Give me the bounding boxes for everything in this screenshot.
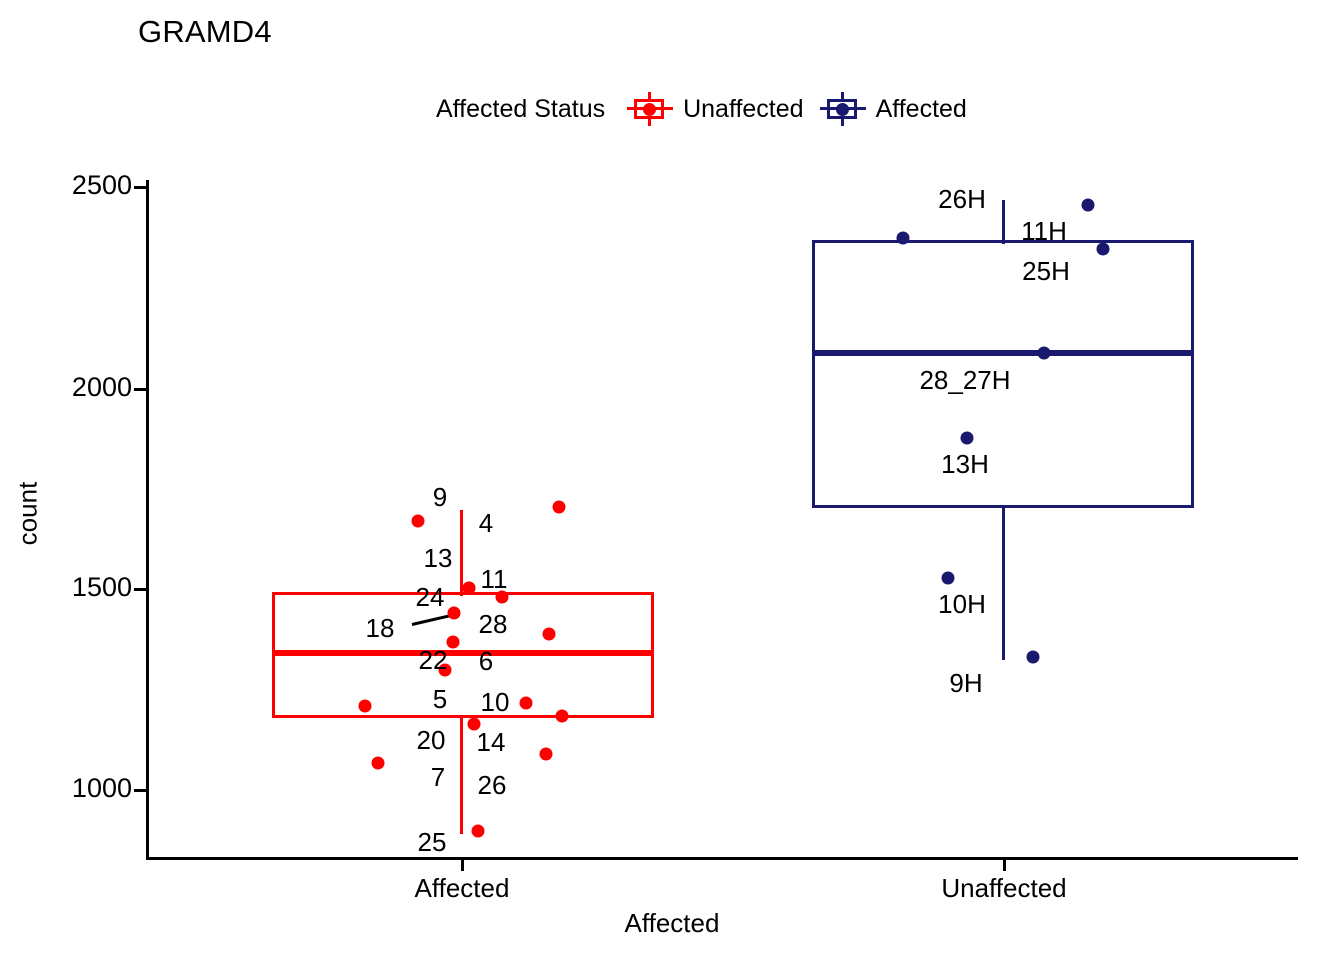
data-point-affected — [447, 606, 461, 620]
data-point-label: 28 — [478, 609, 508, 639]
whisker-lower-red — [460, 716, 463, 834]
data-point-label: 20 — [416, 725, 446, 755]
data-point-label: 26H — [938, 184, 986, 214]
data-point-affected — [467, 717, 481, 731]
whisker-upper-navy — [1002, 200, 1005, 244]
data-point-label: 25H — [1022, 256, 1070, 286]
y-tick-label-2000: 2000 — [71, 372, 132, 402]
data-point-label: 7 — [430, 762, 446, 792]
data-point-unaffected — [1096, 242, 1110, 256]
data-point-affected — [371, 756, 385, 770]
y-tick-2500 — [134, 186, 146, 189]
data-point-affected — [358, 699, 372, 713]
data-point-label: 28_27H — [919, 365, 1011, 395]
x-axis-title: Affected — [624, 908, 720, 938]
data-point-label: 4 — [478, 508, 494, 538]
data-point-unaffected — [960, 431, 974, 445]
data-point-label: 24 — [415, 582, 445, 612]
x-axis-line — [146, 857, 1298, 860]
data-point-label: 25 — [417, 827, 447, 857]
data-point-unaffected — [1037, 346, 1051, 360]
data-point-unaffected — [941, 571, 955, 585]
data-point-affected — [411, 514, 425, 528]
y-axis-title: count — [12, 481, 43, 546]
x-tick-affected — [461, 860, 464, 871]
data-point-affected — [542, 627, 556, 641]
box-navy — [812, 240, 1194, 508]
y-tick-label-2500: 2500 — [71, 170, 132, 200]
data-point-affected — [438, 663, 452, 677]
boxplot-key-icon — [819, 92, 866, 126]
data-point-affected — [462, 581, 476, 595]
legend-label-unaffected: Unaffected — [683, 94, 804, 123]
data-point-label: 10H — [938, 589, 986, 619]
whisker-lower-navy — [1002, 506, 1005, 660]
y-tick-2000 — [134, 388, 146, 391]
x-tick-label-affected: Affected — [414, 873, 510, 903]
data-point-label: 9 — [432, 482, 448, 512]
x-tick-unaffected — [1003, 860, 1006, 871]
median-red — [272, 650, 654, 656]
data-point-affected — [552, 500, 566, 514]
data-point-label: 9H — [949, 668, 983, 698]
data-point-label: 5 — [432, 684, 448, 714]
page-title: GRAMD4 — [138, 14, 272, 49]
y-tick-1000 — [134, 789, 146, 792]
data-point-label: 11H — [1021, 216, 1067, 246]
data-point-label: 10 — [480, 687, 510, 717]
y-tick-1500 — [134, 588, 146, 591]
data-point-label: 13H — [941, 449, 989, 479]
legend-entry-unaffected[interactable]: Unaffected — [627, 92, 804, 126]
data-point-affected — [555, 709, 569, 723]
legend-label-affected: Affected — [875, 94, 967, 123]
data-point-label: 26 — [477, 770, 507, 800]
data-point-affected — [471, 824, 485, 838]
data-point-affected — [539, 747, 553, 761]
legend-title: Affected Status — [436, 94, 606, 123]
legend: Affected Status Unaffected Affected — [436, 90, 967, 128]
median-navy — [812, 350, 1194, 356]
data-point-label: 18 — [365, 613, 395, 643]
data-point-unaffected — [1081, 198, 1095, 212]
data-point-label: 22 — [418, 645, 448, 675]
data-point-label: 6 — [478, 646, 494, 676]
data-point-affected — [446, 635, 460, 649]
y-tick-label-1500: 1500 — [71, 572, 132, 602]
data-point-unaffected — [896, 231, 910, 245]
whisker-upper-red — [460, 510, 463, 596]
y-axis-line — [146, 180, 149, 860]
data-point-label: 11 — [480, 564, 508, 594]
y-tick-label-1000: 1000 — [71, 773, 132, 803]
x-tick-label-unaffected: Unaffected — [941, 873, 1067, 903]
data-point-unaffected — [1026, 650, 1040, 664]
boxplot-key-icon — [627, 92, 674, 126]
data-point-label: 13 — [423, 543, 453, 573]
data-point-label: 14 — [476, 727, 506, 757]
legend-entry-affected[interactable]: Affected — [819, 92, 967, 126]
data-point-affected — [495, 590, 509, 604]
data-point-affected — [519, 696, 533, 710]
